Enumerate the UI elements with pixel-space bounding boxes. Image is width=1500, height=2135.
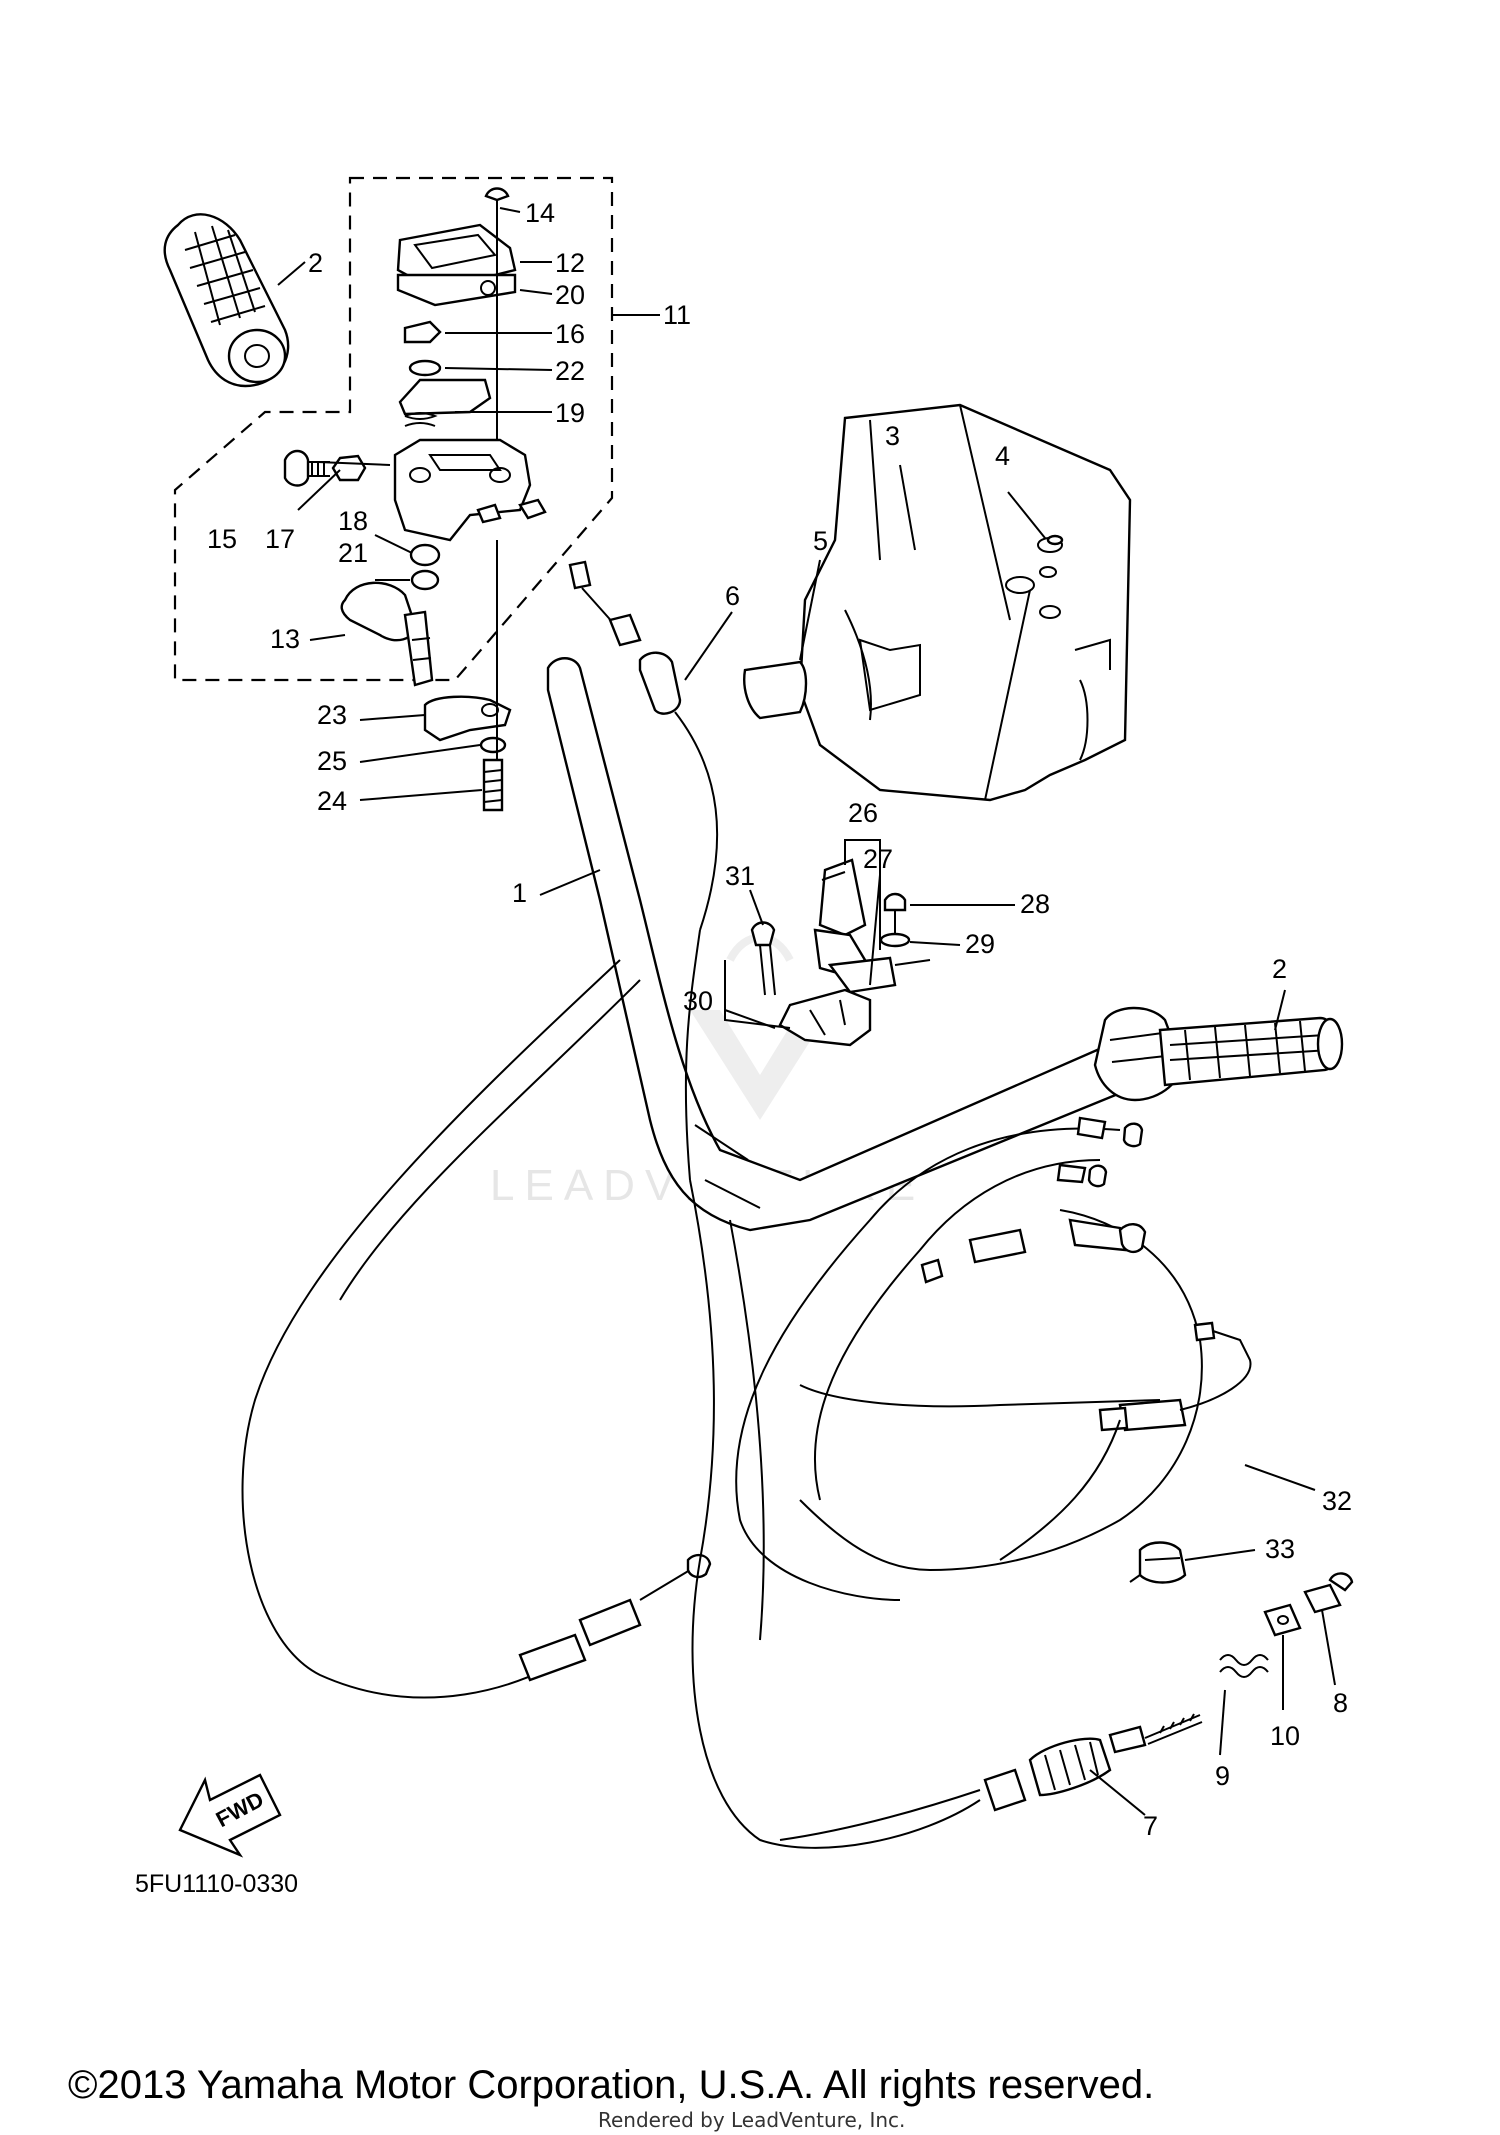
long-cable-left	[241, 959, 712, 1699]
callout-31: 31	[725, 861, 755, 891]
callout-10: 10	[1270, 1721, 1300, 1751]
callout-23: 23	[317, 700, 347, 730]
callout-33: 33	[1265, 1534, 1295, 1564]
handlebar	[546, 657, 1142, 1232]
long-cable-center	[689, 1179, 981, 1849]
callout-26: 26	[848, 798, 878, 828]
callout-20: 20	[555, 280, 585, 310]
upper-housing-cover	[396, 187, 517, 307]
throttle-housing	[393, 438, 547, 542]
callout-15: 15	[207, 524, 237, 554]
lower-clamp	[423, 695, 512, 812]
small-grommet	[1046, 534, 1064, 546]
callout-18: 18	[338, 506, 368, 536]
brake-cables	[735, 1116, 1203, 1601]
callout-3: 3	[885, 421, 900, 451]
callout-7: 7	[1143, 1811, 1158, 1841]
callout-8: 8	[1333, 1688, 1348, 1718]
callout-14: 14	[525, 198, 555, 228]
leader-lines	[277, 207, 1336, 1816]
callout-1: 1	[512, 878, 527, 908]
callout-6: 6	[725, 581, 740, 611]
cable-32	[799, 1321, 1252, 1561]
handlebar-cover	[798, 403, 1132, 802]
diagram-code: 5FU1110-0330	[135, 1870, 298, 1898]
callout-2-right: 2	[1272, 954, 1287, 984]
callout-5: 5	[813, 526, 828, 556]
callout-9: 9	[1215, 1761, 1230, 1791]
throttle-cable-upper	[568, 560, 719, 931]
callout-17: 17	[265, 524, 295, 554]
callout-32: 32	[1322, 1486, 1352, 1516]
left-grip	[163, 213, 290, 388]
callout-16: 16	[555, 319, 585, 349]
callout-28: 28	[1020, 889, 1050, 919]
callout-30: 30	[683, 986, 713, 1016]
callout-27: 27	[863, 844, 893, 874]
cover-lens	[743, 660, 808, 720]
throttle-lever	[340, 543, 441, 687]
adjuster-parts	[1219, 1572, 1354, 1678]
screw-and-nut	[283, 449, 367, 487]
switch-assembly	[724, 858, 931, 1047]
callout-13: 13	[270, 624, 300, 654]
washers-and-spring	[398, 320, 492, 427]
cable-7	[779, 1713, 1203, 1841]
callout-29: 29	[965, 929, 995, 959]
callout-2-left: 2	[308, 248, 323, 278]
fwd-arrow-icon: FWD	[178, 1773, 282, 1858]
callout-4: 4	[995, 441, 1010, 471]
callout-12: 12	[555, 248, 585, 278]
cable-6-lower	[684, 929, 701, 1181]
callout-25: 25	[317, 746, 347, 776]
rendered-by: Rendered by LeadVenture, Inc.	[598, 2108, 905, 2132]
callout-labels: 2 14 12 20 16 22 19 11 15 17 18 21 13 23…	[207, 198, 1352, 1841]
throttle-assembly-outline	[173, 176, 614, 682]
callout-19: 19	[555, 398, 585, 428]
callout-21: 21	[338, 538, 368, 568]
copyright-notice: ©2013 Yamaha Motor Corporation, U.S.A. A…	[68, 2063, 1154, 2107]
callout-11: 11	[663, 300, 691, 330]
callout-24: 24	[317, 786, 347, 816]
cable-bracket	[1129, 1541, 1187, 1584]
callout-22: 22	[555, 356, 585, 386]
right-grip	[1158, 1016, 1344, 1087]
